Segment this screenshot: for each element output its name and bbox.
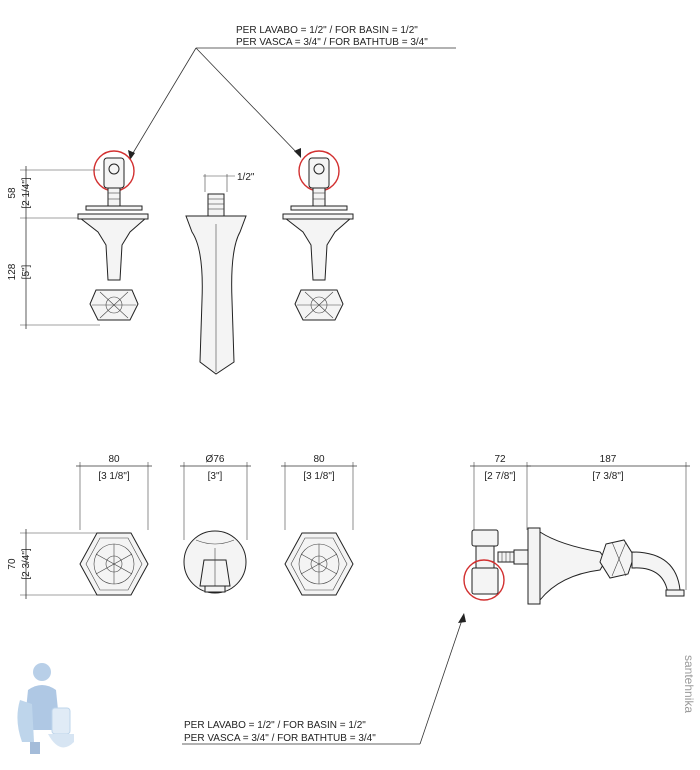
arrowhead-bottom	[458, 613, 466, 623]
dim-spout-thread: 1/2"	[237, 172, 255, 183]
dim-187-mm: 187	[600, 454, 617, 465]
callout-bottom-line2: PER VASCA = 3/4" / FOR BATHTUB = 3/4"	[184, 733, 376, 744]
dim-58-in: [2 1/4"]	[21, 177, 32, 209]
dim-76-dia-in: [3"]	[208, 471, 223, 482]
dim-70-in: [2 3/4"]	[21, 548, 32, 580]
watermark-text: santehnika	[682, 655, 696, 714]
dim-70-mm: 70	[7, 558, 18, 570]
callout-top-line1: PER LAVABO = 1/2" / FOR BASIN = 1/2"	[236, 25, 418, 36]
dim-80-right-in: [3 1/8"]	[303, 471, 335, 482]
dim-80-right: 80 [3 1/8"]	[281, 454, 357, 530]
side-view	[463, 527, 685, 605]
dim-side-72: 72 [2 7/8"]	[470, 454, 531, 530]
dim-side-187: 187 [7 3/8"]	[527, 454, 690, 590]
valve-left-elevation	[77, 150, 149, 321]
valve-left-plan	[79, 532, 149, 596]
dim-128-in: [5"]	[21, 264, 32, 279]
dim-76-dia-mm: Ø76	[206, 454, 225, 465]
dim-80-left-in: [3 1/8"]	[98, 471, 130, 482]
valve-right-elevation	[282, 150, 354, 321]
spout-plan	[183, 530, 247, 594]
callout-bottom-line1: PER LAVABO = 1/2" / FOR BASIN = 1/2"	[184, 720, 366, 731]
arrowhead-left	[128, 150, 135, 160]
callout-top: PER LAVABO = 1/2" / FOR BASIN = 1/2" PER…	[128, 25, 456, 160]
callout-top-arrow-right	[195, 47, 301, 157]
dim-80-left: 80 [3 1/8"]	[76, 454, 152, 530]
plumber-logo	[17, 663, 74, 754]
dim-128: 128	[7, 263, 18, 280]
dim-58: 58	[7, 187, 18, 199]
spout-elevation: 1/2"	[185, 172, 255, 375]
arrowhead-right	[294, 148, 301, 158]
dim-80-left-mm: 80	[108, 454, 120, 465]
dim-187-in: [7 3/8"]	[592, 471, 624, 482]
dim-80-right-mm: 80	[313, 454, 325, 465]
callout-top-line2: PER VASCA = 3/4" / FOR BATHTUB = 3/4"	[236, 37, 428, 48]
valve-right-plan	[284, 532, 354, 596]
highlight-circle-side	[463, 559, 505, 601]
callout-top-arrow-left	[129, 47, 197, 159]
dim-72-mm: 72	[494, 454, 506, 465]
dim-70-vertical: 70 [2 3/4"]	[7, 529, 100, 599]
callout-bottom: PER LAVABO = 1/2" / FOR BASIN = 1/2" PER…	[182, 613, 466, 745]
dim-76-dia: Ø76 [3"]	[180, 454, 251, 540]
dim-72-in: [2 7/8"]	[484, 471, 516, 482]
callout-bottom-arrow	[419, 619, 463, 745]
dim-left-vertical: 58 [2 1/4"] 128 [5"]	[7, 166, 100, 329]
